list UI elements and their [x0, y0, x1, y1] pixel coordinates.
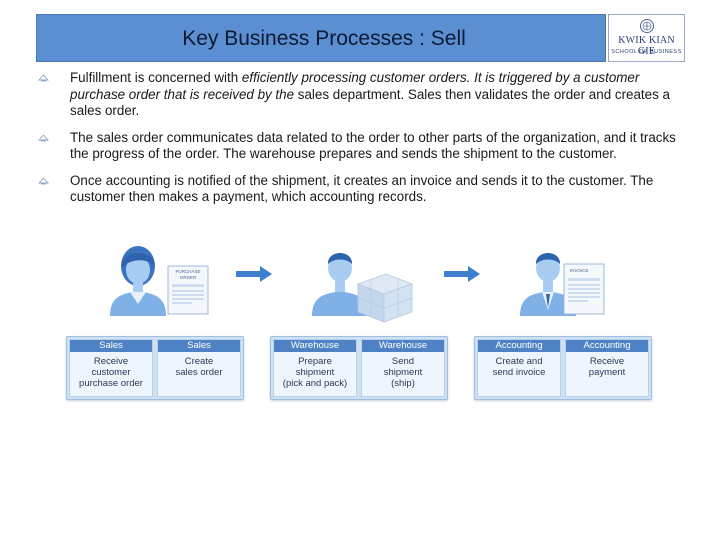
step-department: Warehouse [362, 340, 444, 352]
doc-label-purchase: PURCHASE [175, 269, 200, 274]
step-department: Sales [70, 340, 152, 352]
process-group-accounting: Accounting Create and send invoice Accou… [474, 336, 652, 400]
process-arrow-icon [236, 266, 272, 282]
bullet-text-1a: Fulfillment is concerned with [70, 70, 242, 85]
logo-name: KWIK KIAN GIE [618, 35, 675, 57]
slide-title: Key Business Processes : Sell [182, 27, 466, 50]
warehouse-person-icon [312, 253, 414, 323]
doc-label-order: ORDER [180, 275, 197, 280]
bullet-text-1b: efficiently processing customer orders. … [70, 70, 640, 102]
bullet-item: Fulfillment is concerned with efficientl… [38, 70, 678, 120]
process-step: Accounting Create and send invoice [477, 339, 561, 397]
logo-emblem-icon [640, 19, 654, 33]
process-arrow-icon [444, 266, 480, 282]
process-step: Sales Receive customer purchase order [69, 339, 153, 397]
process-group-warehouse: Warehouse Prepare shipment (pick and pac… [270, 336, 448, 400]
step-action: Send shipment (ship) [383, 356, 423, 389]
doc-label-invoice: INVOICE [570, 268, 589, 273]
step-action: Create and send invoice [492, 356, 546, 378]
bullet-marker-icon [38, 133, 49, 141]
process-step: Warehouse Send shipment (ship) [361, 339, 445, 397]
process-step: Warehouse Prepare shipment (pick and pac… [273, 339, 357, 397]
step-department: Accounting [566, 340, 648, 352]
bullet-text-2: The sales order communicates data relate… [70, 129, 676, 162]
process-step: Accounting Receive payment [565, 339, 649, 397]
logo-subtitle: SCHOOL OF BUSINESS [611, 49, 682, 55]
step-department: Sales [158, 340, 240, 352]
sales-person-icon: PURCHASE ORDER [110, 246, 209, 316]
bullet-item: Once accounting is notified of the shipm… [38, 173, 678, 206]
bullet-marker-icon [38, 74, 49, 82]
bullet-item: The sales order communicates data relate… [38, 130, 678, 163]
bullet-text-3: Once accounting is notified of the shipm… [70, 172, 654, 205]
step-action: Create sales order [175, 356, 223, 378]
process-group-sales: Sales Receive customer purchase order Sa… [66, 336, 244, 400]
bullet-marker-icon [38, 176, 49, 184]
bullet-text-1c: sales department. Sales then validates t… [70, 86, 670, 119]
bullet-list: Fulfillment is concerned with efficientl… [38, 70, 678, 216]
process-step: Sales Create sales order [157, 339, 241, 397]
accounting-person-icon: INVOICE [520, 253, 605, 316]
step-action: Prepare shipment (pick and pack) [282, 356, 348, 389]
school-logo: KWIK KIAN GIE SCHOOL OF BUSINESS [608, 14, 685, 62]
step-action: Receive customer purchase order [79, 356, 143, 389]
title-bar: Key Business Processes : Sell [36, 14, 606, 62]
step-department: Accounting [478, 340, 560, 352]
step-department: Warehouse [274, 340, 356, 352]
step-action: Receive payment [588, 356, 626, 378]
